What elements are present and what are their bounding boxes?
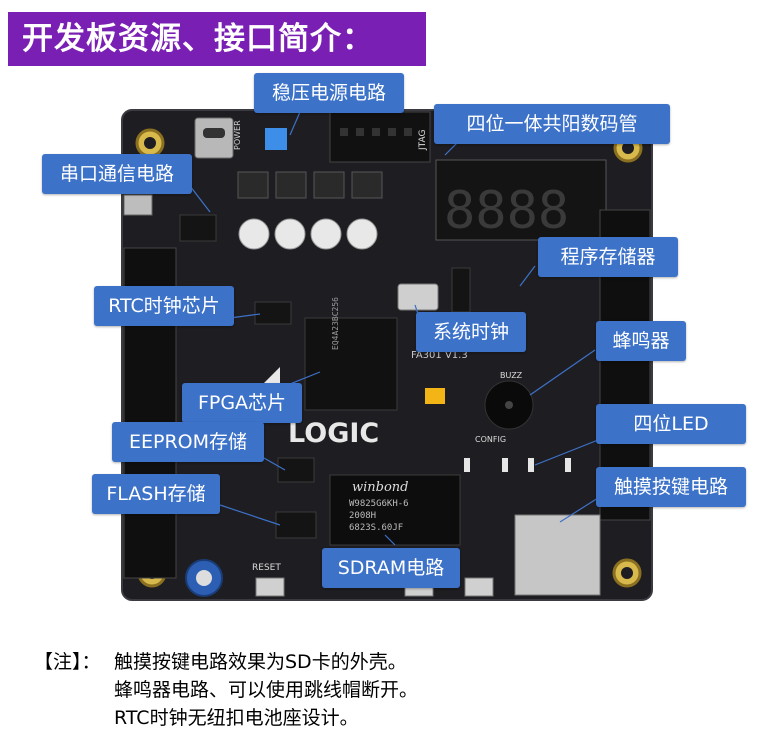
crystal-oscillator xyxy=(397,283,439,311)
board-logo: LOGIC xyxy=(288,418,379,449)
seven-segment-display xyxy=(435,159,607,241)
sdram-chip xyxy=(329,474,461,546)
callout-program-memory: 程序存储器 xyxy=(538,237,678,277)
callout-flash: FLASH存储 xyxy=(92,474,220,514)
callout-system-clock: 系统时钟 xyxy=(416,312,526,352)
display-digits: 8888 xyxy=(444,181,569,241)
fpga-marking: EQ4A23BC256 xyxy=(331,297,340,350)
jtag-header xyxy=(329,111,431,163)
callout-led: 四位LED xyxy=(596,404,746,444)
callout-eeprom: EEPROM存储 xyxy=(112,422,264,462)
chip-part: W9825G6KH-6 xyxy=(349,499,409,509)
footnote-text: RTC时钟无纽扣电池座设计。 xyxy=(114,707,359,729)
reset-label: RESET xyxy=(252,563,281,573)
chip-code2: 6823S.60JF xyxy=(349,523,403,533)
page-title: 开发板资源、接口简介： xyxy=(8,12,426,66)
buzz-label: BUZZ xyxy=(500,371,523,380)
footnote-text: 触摸按键电路效果为SD卡的外壳。 xyxy=(114,651,407,673)
config-switch xyxy=(425,388,445,404)
capacitors xyxy=(238,218,378,250)
chip-code1: 2008H xyxy=(349,511,376,521)
footnote-line-3: RTC时钟无纽扣电池座设计。 xyxy=(34,704,734,732)
power-switch xyxy=(265,128,287,150)
board-photo: LOGIC FA301 V1.3 winbond W9825G6KH-6 200… xyxy=(8,12,746,601)
sd-card-slot xyxy=(514,514,601,596)
callout-sdram: SDRAM电路 xyxy=(322,548,460,588)
footnote-line-1: 【注】： 触摸按键电路效果为SD卡的外壳。 xyxy=(34,648,734,676)
usb-serial-port xyxy=(123,194,153,216)
footnote-line-2: 蜂鸣器电路、可以使用跳线帽断开。 xyxy=(34,676,734,704)
callout-fpga: FPGA芯片 xyxy=(182,383,302,423)
callout-regulator: 稳压电源电路 xyxy=(254,73,404,113)
footnote-prefix: 【注】： xyxy=(34,651,101,673)
logo-arrow xyxy=(263,367,280,384)
callout-uart: 串口通信电路 xyxy=(42,154,192,194)
callout-touch-key: 触摸按键电路 xyxy=(596,467,746,507)
fpga-chip xyxy=(304,317,398,411)
power-label: POWER xyxy=(233,120,242,150)
config-label: CONFIG xyxy=(475,435,506,444)
footnote-text: 蜂鸣器电路、可以使用跳线帽断开。 xyxy=(114,679,419,701)
regulators xyxy=(237,171,383,199)
footnote: 【注】： 触摸按键电路效果为SD卡的外壳。 蜂鸣器电路、可以使用跳线帽断开。 R… xyxy=(34,648,734,732)
board-model: FA301 V1.3 xyxy=(411,350,468,361)
callout-rtc: RTC时钟芯片 xyxy=(94,286,234,326)
leds xyxy=(464,458,571,472)
chip-brand: winbond xyxy=(352,480,409,495)
board-illustration: LOGIC FA301 V1.3 winbond W9825G6KH-6 200… xyxy=(121,109,653,601)
callout-buzzer: 蜂鸣器 xyxy=(596,321,686,361)
small-chips xyxy=(179,214,471,539)
jtag-label: JTAG xyxy=(418,130,428,151)
callout-display: 四位一体共阳数码管 xyxy=(434,104,670,144)
